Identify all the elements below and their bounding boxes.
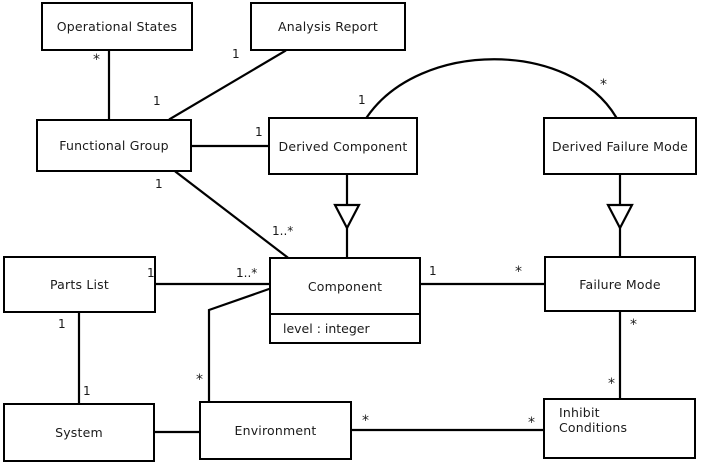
class-name-component: Component [307, 278, 383, 294]
edge-functional-group-component [174, 170, 289, 259]
class-system[interactable]: System [3, 403, 155, 462]
class-name-failure-mode: Failure Mode [579, 276, 661, 292]
multiplicity-environment-component: * [196, 372, 203, 388]
class-name-parts-list: Parts List [49, 277, 109, 292]
multiplicity-analysis-report-left: 1 [232, 47, 240, 61]
multiplicity-parts-list-component: 1 [147, 266, 155, 280]
class-name-analysis-report: Analysis Report [278, 19, 378, 34]
multiplicity-derived-failure-mode-curve: * [600, 77, 607, 93]
class-name-environment: Environment [234, 423, 317, 438]
class-name-system: System [55, 425, 103, 440]
class-environment[interactable]: Environment [199, 401, 352, 460]
multiplicity-functional-group-analysis-report: 1 [153, 94, 161, 108]
class-name-functional-group: Functional Group [59, 138, 169, 153]
multiplicity-derived-component-curve: 1 [358, 93, 366, 107]
multiplicity-functional-group-component: 1 [155, 177, 163, 191]
class-analysis-report[interactable]: Analysis Report [250, 2, 406, 51]
class-name-operational-states: Operational States [56, 19, 178, 34]
class-derived-component[interactable]: Derived Component [268, 117, 418, 175]
class-component[interactable]: Component level : integer [269, 257, 421, 344]
multiplicity-component-failure-mode: 1 [429, 264, 437, 278]
edge-functional-group-analysis-report [168, 49, 287, 121]
class-name-derived-failure-mode: Derived Failure Mode [551, 138, 689, 154]
class-parts-list[interactable]: Parts List [3, 256, 156, 313]
class-attribute-component-level: level : integer [271, 313, 419, 342]
generalization-triangle-icon-failure-mode [606, 203, 634, 231]
class-operational-states[interactable]: Operational States [41, 2, 193, 51]
multiplicity-parts-list-system: 1 [58, 317, 66, 331]
multiplicity-component-parts-list: 1..* [236, 266, 258, 280]
class-failure-mode[interactable]: Failure Mode [544, 256, 696, 312]
multiplicity-inhibit-conditions-failure-mode: * [608, 376, 615, 392]
class-name-inhibit-conditions: Inhibit Conditions [559, 405, 628, 435]
multiplicity-operational-states-functional-group: * [93, 52, 100, 68]
multiplicity-component-functional-group: 1..* [272, 224, 294, 238]
edge-environment-component [207, 287, 271, 403]
class-name-derived-component: Derived Component [278, 138, 408, 154]
multiplicity-inhibit-conditions-environment: * [528, 415, 535, 431]
class-inhibit-conditions[interactable]: Inhibit Conditions [543, 398, 696, 459]
generalization-triangle-icon-component [333, 203, 361, 231]
multiplicity-failure-mode-inhibit-conditions: * [630, 317, 637, 333]
class-derived-failure-mode[interactable]: Derived Failure Mode [543, 117, 697, 175]
class-functional-group[interactable]: Functional Group [36, 119, 192, 172]
multiplicity-system-parts-list: 1 [83, 384, 91, 398]
multiplicity-environment-inhibit-conditions: * [362, 413, 369, 429]
multiplicity-functional-group-derived-component: 1 [255, 125, 263, 139]
edge-derived-component-derived-failure-mode [365, 58, 618, 119]
multiplicity-failure-mode-component: * [515, 264, 522, 280]
